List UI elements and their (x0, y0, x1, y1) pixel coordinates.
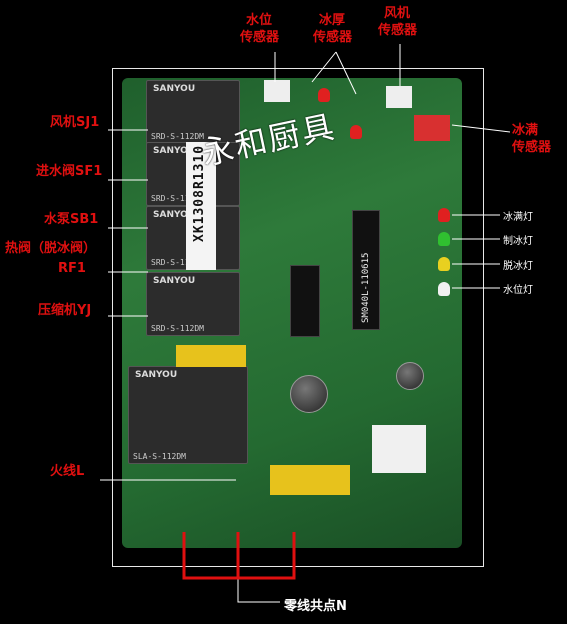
photo-frame (112, 68, 484, 567)
sensor-led-1 (318, 88, 330, 102)
relay-model: SRD-S-112DM (151, 324, 204, 333)
label-rf1: RF1 (58, 261, 86, 276)
electrolytic-capacitor (290, 375, 328, 413)
relay-compressor: SANYOU SLA-S-112DM (128, 366, 248, 464)
small-capacitor (396, 362, 424, 390)
label-line: 传感器 (512, 140, 552, 155)
label-water-level-led: 水位灯 (503, 285, 533, 296)
ice-full-connector (414, 115, 450, 141)
deice-led (438, 257, 450, 271)
ice-making-led (438, 232, 450, 246)
relay-model: SRD-S-112DM (151, 132, 204, 141)
serial-sticker: XK1308R1310 (186, 142, 216, 270)
relay-brand: SANYOU (153, 276, 196, 286)
label-fan-sensor: 风机 传感器 (378, 5, 417, 39)
fan-sensor-connector (386, 86, 412, 108)
power-connector (372, 425, 426, 473)
yellow-capacitor-bottom (270, 465, 350, 495)
label-ice-thickness-sensor: 冰厚 传感器 (313, 12, 352, 46)
label-line: 冰厚 (319, 13, 346, 28)
relay-hot-valve: SANYOU SRD-S-112DM (146, 272, 240, 336)
label-ice-full-sensor: 冰满 传感器 (512, 122, 551, 156)
water-sensor-connector (264, 80, 290, 102)
microcontroller-chip: SM040L-110615 (352, 210, 380, 330)
driver-chip (290, 265, 320, 337)
label-water-level-sensor: 水位 传感器 (240, 12, 279, 46)
label-line: 风机 (384, 6, 411, 21)
label-fan-sj1: 风机SJ1 (50, 115, 100, 130)
label-line: 冰满 (512, 123, 539, 138)
relay-fan: SANYOU SRD-S-112DM (146, 80, 240, 144)
label-compressor-yj: 压缩机YJ (38, 303, 92, 318)
label-ice-making-led: 制冰灯 (503, 236, 533, 247)
label-line: 传感器 (313, 30, 353, 45)
water-level-led (438, 282, 450, 296)
ice-full-led (438, 208, 450, 222)
label-line: 水位 (246, 13, 273, 28)
label-water-valve-sf1: 进水阀SF1 (36, 164, 103, 179)
relay-brand: SANYOU (153, 84, 196, 94)
label-line: 传感器 (378, 23, 418, 38)
yellow-capacitor-top (176, 345, 246, 367)
relay-brand: SANYOU (135, 370, 178, 380)
label-neutral-common: 零线共点N (284, 599, 347, 614)
relay-model: SLA-S-112DM (133, 452, 186, 461)
label-ice-full-led: 冰满灯 (503, 212, 533, 223)
label-pump-sb1: 水泵SB1 (44, 212, 99, 227)
label-line: 传感器 (240, 30, 280, 45)
relay-brand: SANYOU (153, 146, 196, 156)
relay-model: SRD-S-112DM (151, 194, 204, 203)
relay-model: SRD-S-112DM (151, 258, 204, 267)
relay-brand: SANYOU (153, 210, 196, 220)
sensor-led-2 (350, 125, 362, 139)
label-live-wire-l: 火线L (50, 464, 85, 479)
label-deice-led: 脱冰灯 (503, 261, 533, 272)
label-hot-valve: 热阀（脱冰阀） (5, 241, 97, 256)
